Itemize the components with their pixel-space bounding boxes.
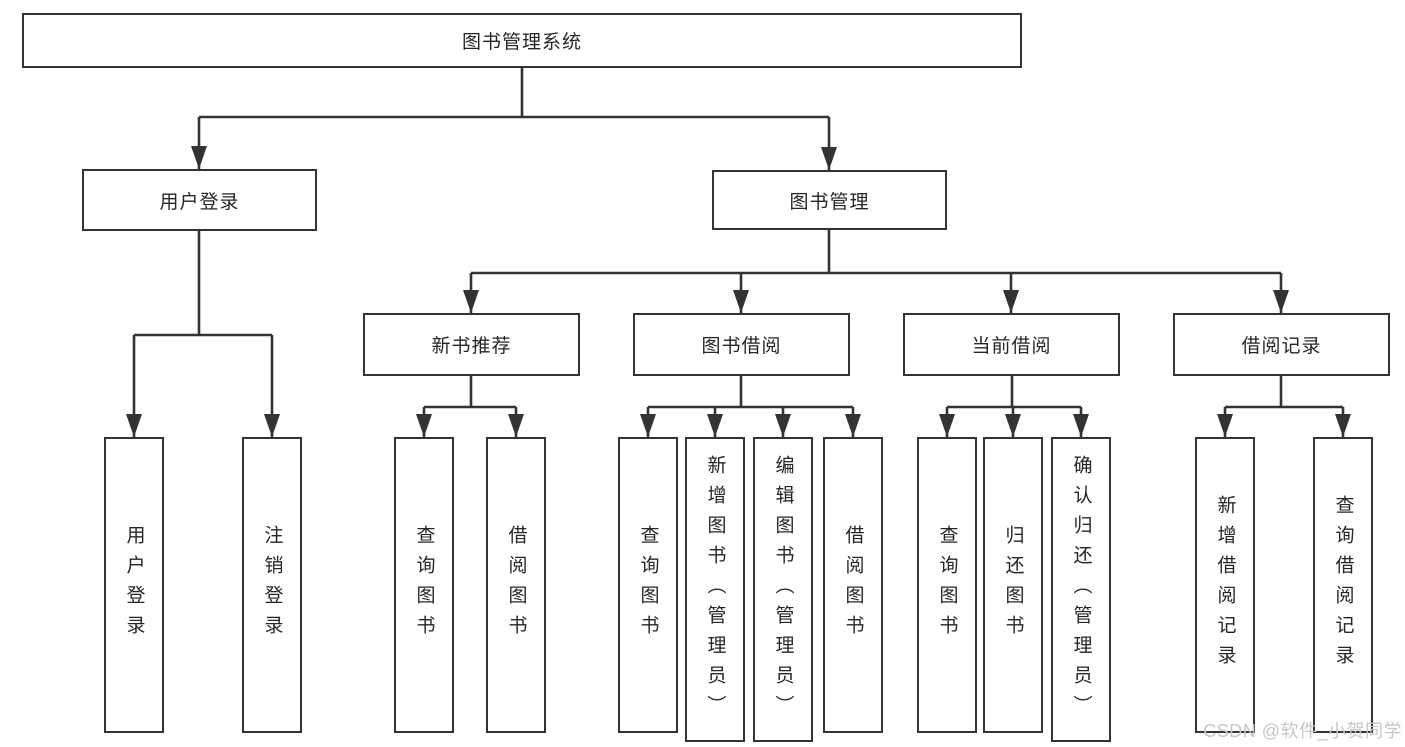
leaf-query-borrow-record: 查询借阅记录 [1313, 437, 1373, 733]
node-label: 图书管理 [789, 191, 870, 213]
leaf-borrow-books: 借阅图书 [823, 437, 883, 733]
node-user-login: 用户登录 [82, 169, 317, 231]
node-label: 注销登录 [261, 525, 283, 645]
node-current-borrowing: 当前借阅 [903, 313, 1120, 376]
node-label: 查询图书 [936, 525, 958, 645]
node-label: 当前借阅 [971, 336, 1052, 357]
leaf-query-books-current: 查询图书 [917, 437, 977, 733]
leaf-query-books-borrowing: 查询图书 [618, 437, 678, 733]
node-library-system-root: 图书管理系统 [22, 13, 1022, 68]
leaf-edit-books-admin: 编辑图书（管理员） [753, 437, 813, 742]
node-label: 编辑图书（管理员） [772, 454, 794, 725]
leaf-logout: 注销登录 [242, 437, 302, 733]
node-label: 借阅图书 [842, 525, 864, 645]
node-new-book-recommend: 新书推荐 [363, 313, 580, 376]
leaf-confirm-return-admin: 确认归还（管理员） [1051, 437, 1111, 742]
node-label: 图书借阅 [701, 336, 782, 357]
leaf-borrow-books-recommend: 借阅图书 [486, 437, 546, 733]
node-label: 用户登录 [159, 191, 240, 213]
node-label: 图书管理系统 [461, 32, 582, 53]
node-book-borrowing: 图书借阅 [633, 313, 850, 376]
leaf-add-books-admin: 新增图书（管理员） [685, 437, 745, 742]
csdn-watermark: CSDN @软件_小贺同学 [1203, 721, 1402, 741]
node-book-management: 图书管理 [712, 170, 947, 230]
node-label: 新书推荐 [431, 336, 512, 357]
node-label: 归还图书 [1002, 525, 1024, 645]
node-label: 借阅记录 [1241, 336, 1322, 357]
node-label: 用户登录 [123, 525, 145, 645]
node-label: 查询借阅记录 [1332, 495, 1354, 675]
node-label: 查询图书 [413, 525, 435, 645]
node-label: 确认归还（管理员） [1070, 454, 1092, 725]
leaf-user-login: 用户登录 [104, 437, 164, 733]
node-label: 新增图书（管理员） [704, 454, 726, 725]
node-label: 新增借阅记录 [1214, 495, 1236, 675]
leaf-query-books-recommend: 查询图书 [394, 437, 454, 733]
node-borrowing-records: 借阅记录 [1173, 313, 1390, 376]
leaf-add-borrow-record: 新增借阅记录 [1195, 437, 1255, 733]
node-label: 借阅图书 [505, 525, 527, 645]
node-label: 查询图书 [637, 525, 659, 645]
leaf-return-books: 归还图书 [983, 437, 1043, 733]
